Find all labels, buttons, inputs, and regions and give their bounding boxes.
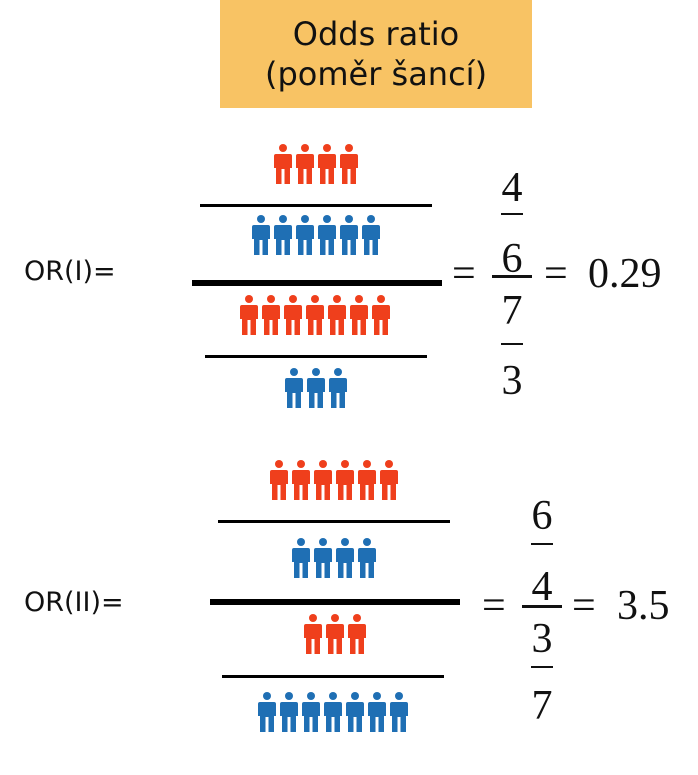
person-icon [358, 460, 376, 500]
or2-top-denominator-people [218, 538, 450, 578]
or1-small-bar-top [501, 213, 523, 215]
title-box: Odds ratio (poměr šancí) [220, 0, 532, 108]
or2-number-2: 4 [531, 564, 553, 610]
person-icon [362, 215, 380, 255]
or2-label: OR(II)= [24, 587, 124, 618]
or1-top-denominator-people [200, 215, 432, 255]
person-icon [252, 215, 270, 255]
or1-main-fraction-line [192, 280, 442, 286]
or2-number-4: 7 [531, 683, 553, 729]
person-icon [348, 614, 366, 654]
person-icon [336, 538, 354, 578]
or1-bottom-fraction-line [205, 355, 427, 358]
person-icon [336, 460, 354, 500]
or1-number-2: 6 [501, 236, 523, 282]
person-icon [390, 692, 408, 732]
or2-number-3: 3 [531, 616, 553, 662]
person-icon [318, 144, 336, 184]
person-icon [296, 215, 314, 255]
or2-number-1: 6 [531, 493, 553, 539]
person-icon [296, 144, 314, 184]
person-icon [306, 295, 324, 335]
person-icon [318, 215, 336, 255]
person-icon [329, 368, 347, 408]
person-icon [358, 538, 376, 578]
or1-small-bar-bottom [501, 343, 523, 345]
person-icon [240, 295, 258, 335]
or2-result: 3.5 [617, 583, 670, 629]
person-icon [258, 692, 276, 732]
or2-main-bar [522, 605, 562, 608]
or2-bottom-fraction-line [222, 675, 444, 678]
or1-top-fraction-line [200, 204, 432, 207]
person-icon [350, 295, 368, 335]
or1-top-numerator-people [200, 144, 432, 184]
title-line-2: (poměr šancí) [264, 55, 488, 93]
person-icon [340, 144, 358, 184]
or2-bottom-denominator-people [216, 692, 450, 732]
person-icon [328, 295, 346, 335]
or2-equals-1: = [482, 583, 506, 629]
person-icon [307, 368, 325, 408]
title-line-1: Odds ratio [292, 15, 460, 53]
person-icon [270, 460, 288, 500]
person-icon [285, 368, 303, 408]
or2-small-bar-top [531, 543, 553, 545]
or2-small-bar-bottom [531, 666, 553, 668]
or1-equals-2: = [544, 251, 568, 297]
person-icon [304, 614, 322, 654]
or1-number-4: 3 [501, 358, 523, 404]
person-icon [292, 460, 310, 500]
or2-bottom-numerator-people [222, 614, 448, 654]
or1-number-1: 4 [501, 165, 523, 211]
person-icon [314, 538, 332, 578]
person-icon [292, 538, 310, 578]
or1-result: 0.29 [588, 251, 662, 297]
or1-bottom-numerator-people [195, 295, 435, 335]
person-icon [314, 460, 332, 500]
or1-main-bar [492, 275, 532, 278]
or2-main-fraction-line [210, 599, 460, 605]
person-icon [380, 460, 398, 500]
person-icon [284, 295, 302, 335]
or2-top-numerator-people [218, 460, 450, 500]
or1-equals-1: = [452, 251, 476, 297]
person-icon [340, 215, 358, 255]
or1-label: OR(I)= [24, 256, 116, 287]
or1-bottom-denominator-people [205, 368, 427, 408]
or2-top-fraction-line [218, 520, 450, 523]
person-icon [326, 614, 344, 654]
person-icon [368, 692, 386, 732]
or1-number-3: 7 [501, 288, 523, 334]
person-icon [302, 692, 320, 732]
person-icon [274, 215, 292, 255]
or2-equals-2: = [572, 583, 596, 629]
person-icon [280, 692, 298, 732]
person-icon [346, 692, 364, 732]
person-icon [324, 692, 342, 732]
person-icon [262, 295, 280, 335]
person-icon [274, 144, 292, 184]
person-icon [372, 295, 390, 335]
